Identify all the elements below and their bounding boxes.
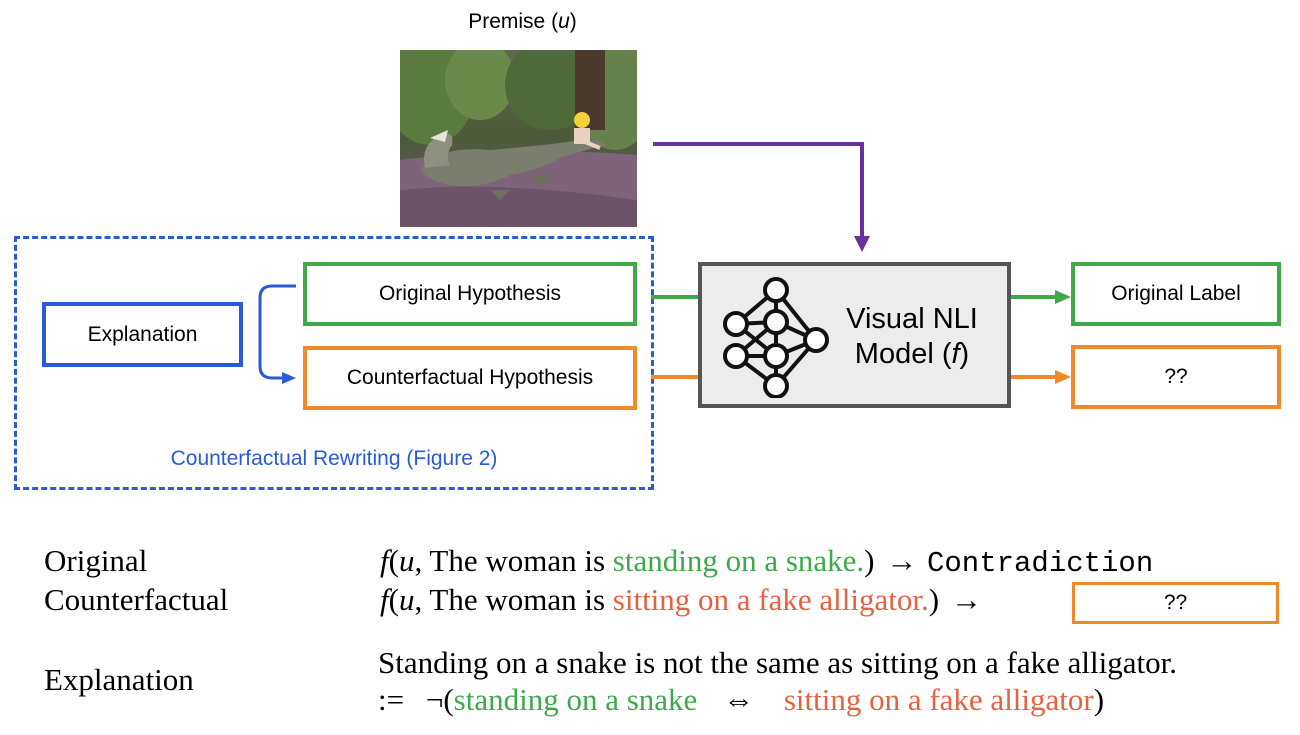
eq1-contradiction: Contradiction: [927, 547, 1154, 580]
unknown-label-text: ??: [1164, 365, 1188, 388]
counterfactual-row-label: Counterfactual: [44, 582, 229, 617]
eq1-phrase: standing on a snake.: [612, 543, 865, 578]
rewriting-caption: Counterfactual Rewriting (Figure 2): [170, 447, 498, 470]
eq2-text: , The woman is: [414, 582, 613, 617]
eq2-phrase: sitting on a fake alligator.: [612, 582, 929, 617]
original-hypothesis-label: Original Hypothesis: [378, 282, 562, 305]
eq2-unknown-box: ??: [1072, 582, 1279, 624]
explanation-formula: := ¬(standing on a snake ⇔ sitting on a …: [378, 682, 1104, 718]
neural-network-icon: [723, 277, 829, 398]
model-variable: f: [951, 338, 960, 370]
counterfactual-equation: f(u, The woman is sitting on a fake alli…: [380, 582, 982, 618]
eq2-f: f: [380, 582, 389, 617]
eq1-close: ): [864, 543, 875, 578]
eq2-arrow: →: [950, 582, 982, 617]
premise-title: Premise (u): [440, 10, 605, 34]
counterfactual-hypothesis-box: Counterfactual Hypothesis: [303, 346, 637, 410]
premise-photo: [400, 50, 637, 227]
model-label-line1: Visual NLI: [846, 303, 978, 335]
expl-phrase-2: sitting on a fake alligator: [783, 682, 1094, 717]
eq1-f: f: [380, 543, 389, 578]
explanation-row-label: Explanation: [44, 662, 194, 697]
eq2-unknown-text: ??: [1163, 591, 1188, 614]
eq2-open: (: [388, 582, 399, 617]
unknown-label-box: ??: [1071, 345, 1281, 409]
original-label-box: Original Label: [1071, 262, 1281, 326]
eq1-u: u: [398, 543, 415, 578]
model-label-line2: Model (f): [832, 337, 992, 372]
model-label-prefix: Model (: [854, 338, 952, 370]
original-row-label: Original: [44, 543, 148, 578]
explanation-bracket-arrow: [258, 284, 296, 384]
eq1-arrow: →: [886, 543, 918, 578]
eq1-text: , The woman is: [414, 543, 613, 578]
model-to-output-arrows: [1011, 290, 1071, 384]
neg-symbol: ¬(: [425, 682, 454, 717]
iff-symbol: ⇔: [723, 682, 755, 717]
premise-title-text: Premise (: [468, 10, 559, 33]
model-label: Visual NLI Model (f): [832, 302, 992, 372]
explanation-box: Explanation: [42, 302, 243, 367]
visual-nli-model-box: Visual NLI Model (f): [698, 262, 1011, 408]
explanation-sentence: Standing on a snake is not the same as s…: [378, 645, 1177, 680]
eq2-u: u: [398, 582, 415, 617]
expl-close: ): [1093, 682, 1105, 717]
original-hypothesis-box: Original Hypothesis: [303, 262, 637, 326]
model-label-suffix: ): [959, 338, 970, 370]
counterfactual-hypothesis-label: Counterfactual Hypothesis: [346, 366, 594, 389]
counterfactual-rewriting-region: [14, 236, 654, 490]
eq1-open: (: [388, 543, 399, 578]
original-equation: f(u, The woman is standing on a snake.) …: [380, 543, 1153, 580]
def-symbol: :=: [378, 682, 405, 717]
premise-to-model-arrow: [653, 142, 870, 252]
hypothesis-to-model-lines: [651, 295, 699, 379]
explanation-box-label: Explanation: [87, 322, 198, 346]
eq2-close: ): [928, 582, 940, 617]
original-label-text: Original Label: [1111, 282, 1241, 305]
expl-phrase-1: standing on a snake: [453, 682, 698, 717]
premise-variable: u: [558, 10, 570, 33]
premise-title-close: ): [569, 10, 577, 33]
